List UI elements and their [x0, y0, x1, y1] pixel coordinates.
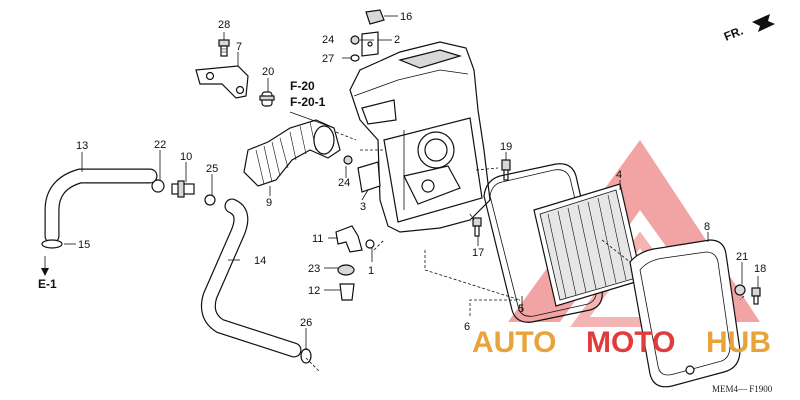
front-arrow-icon: [752, 14, 775, 32]
down-arrow-icon: [41, 268, 49, 276]
callout-11: 11: [312, 233, 323, 245]
part-grommet-20: [259, 91, 275, 107]
part-nut-21: [734, 284, 746, 296]
part-clip-15: [41, 239, 63, 249]
callout-5: 5: [518, 303, 524, 315]
callout-26: 26: [300, 317, 312, 329]
part-clip-22: [151, 179, 165, 193]
diagram-code: MEM4— F1900: [712, 384, 773, 394]
part-bracket-7: [195, 65, 249, 99]
part-plug-12: [339, 283, 355, 301]
callout-3: 3: [360, 201, 366, 213]
callout-10: 10: [180, 151, 192, 163]
part-bracket-3: [357, 161, 381, 193]
callout-9: 9: [266, 197, 272, 209]
callout-25: 25: [206, 163, 218, 175]
part-screw-17: [472, 217, 482, 237]
part-plug-27: [350, 54, 360, 62]
callout-4: 4: [616, 169, 622, 181]
part-intake-duct-9: [243, 119, 341, 187]
callout-27: 27: [322, 53, 334, 65]
part-cover-8: [629, 239, 741, 388]
callout-24-top: 24: [322, 34, 334, 46]
callout-14: 14: [254, 255, 266, 267]
front-label: FR.: [722, 24, 745, 44]
callout-2: 2: [394, 34, 400, 46]
callout-22: 22: [154, 139, 166, 151]
section-references: F-20 F-20-1 E-1: [38, 79, 335, 291]
callout-18: 18: [754, 263, 766, 275]
part-clip-16: [365, 9, 385, 25]
watermark-wordmark: AUTO MOTO HUB: [472, 326, 771, 359]
part-clip-25: [204, 194, 216, 206]
callout-15: 15: [78, 239, 90, 251]
part-fitting-10: [171, 180, 195, 198]
callout-21: 21: [736, 251, 748, 263]
ref-e1: E-1: [38, 277, 57, 291]
ref-f20-1: F-20-1: [290, 95, 326, 109]
watermark-auto: AUTO: [472, 326, 556, 359]
part-bracket-2: [361, 31, 379, 57]
part-elbow-11: [335, 225, 375, 253]
callout-28: 28: [218, 19, 230, 31]
part-screw-19: [501, 159, 511, 181]
callout-13: 13: [76, 140, 88, 152]
callout-8: 8: [704, 221, 710, 233]
part-hose-14: [200, 198, 302, 358]
front-direction-indicator: FR.: [722, 14, 775, 44]
watermark-hub: HUB: [706, 326, 771, 359]
part-filter-element-4: [533, 183, 643, 307]
callout-19: 19: [500, 141, 512, 153]
callout-23: 23: [308, 263, 320, 275]
ref-f20: F-20: [290, 79, 315, 93]
part-clip-26: [300, 348, 312, 364]
part-nut-24-side: [343, 155, 353, 165]
callout-1: 1: [368, 265, 374, 277]
part-bolt-28: [218, 39, 230, 57]
leader-lines: [64, 15, 759, 373]
callout-6: 6: [464, 321, 470, 333]
callout-12: 12: [308, 285, 320, 297]
callout-7: 7: [236, 41, 242, 53]
part-nut-24-top: [350, 35, 360, 45]
part-ring-23: [337, 264, 355, 276]
air-cleaner-housing: [349, 41, 491, 233]
callout-20: 20: [262, 66, 274, 78]
callout-labels: 28 7 20 16 24 2 27 13 22 10 25 9 24 3 19…: [76, 11, 766, 333]
part-hose-13: [44, 168, 158, 244]
watermark-moto: MOTO: [586, 326, 675, 359]
callout-16: 16: [400, 11, 412, 23]
part-screw-18: [751, 287, 761, 305]
callout-24-side: 24: [338, 177, 350, 189]
callout-17: 17: [472, 247, 484, 259]
